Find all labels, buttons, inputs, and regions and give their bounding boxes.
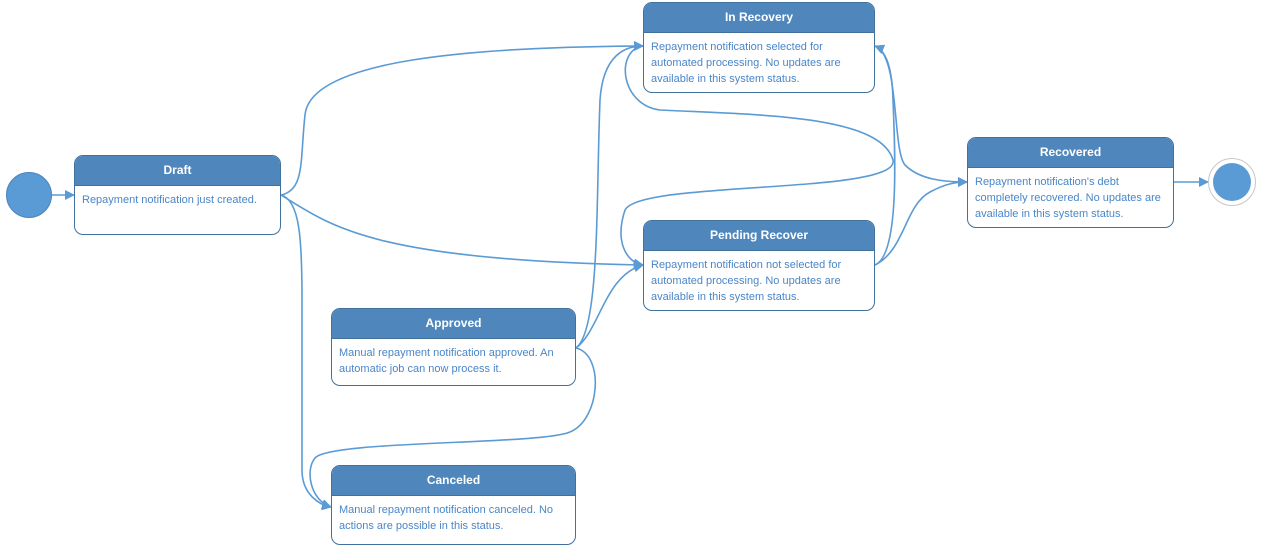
transition-draft-in-recovery	[280, 41, 644, 196]
state-description: Repayment notification's debt completely…	[975, 176, 1161, 220]
state-title: Recovered	[968, 138, 1173, 168]
state-draft[interactable]: Draft Repayment notification just create…	[74, 155, 281, 235]
final-state	[1208, 158, 1256, 206]
transition-draft-pending-recover	[280, 194, 644, 270]
state-canceled[interactable]: Canceled Manual repayment notification c…	[331, 465, 576, 545]
state-title: In Recovery	[644, 3, 874, 33]
transition-approved-canceled	[309, 347, 596, 509]
transition-in-recovery-pending-recover	[620, 45, 894, 269]
state-pending-recover[interactable]: Pending Recover Repayment notification n…	[643, 220, 875, 311]
transition-approved-in-recovery	[575, 41, 644, 349]
state-title: Canceled	[332, 466, 575, 496]
state-description: Repayment notification selected for auto…	[651, 41, 841, 85]
state-title: Pending Recover	[644, 221, 874, 251]
state-title: Approved	[332, 309, 575, 339]
state-recovered[interactable]: Recovered Repayment notification's debt …	[967, 137, 1174, 228]
state-description: Manual repayment notification canceled. …	[339, 504, 554, 532]
final-state-core	[1213, 163, 1251, 201]
transition-pending-recover-recovered	[874, 177, 968, 266]
transition-approved-pending-recover	[575, 262, 644, 349]
transition-pending-recover-in-recovery	[874, 44, 896, 266]
state-approved[interactable]: Approved Manual repayment notification a…	[331, 308, 576, 386]
state-in-recovery[interactable]: In Recovery Repayment notification selec…	[643, 2, 875, 93]
state-description: Repayment notification not selected for …	[651, 259, 842, 303]
state-title: Draft	[75, 156, 280, 186]
initial-state	[6, 172, 52, 218]
state-description: Repayment notification just created.	[82, 194, 257, 206]
transition-draft-canceled	[280, 194, 332, 511]
state-description: Manual repayment notification approved. …	[339, 347, 554, 375]
